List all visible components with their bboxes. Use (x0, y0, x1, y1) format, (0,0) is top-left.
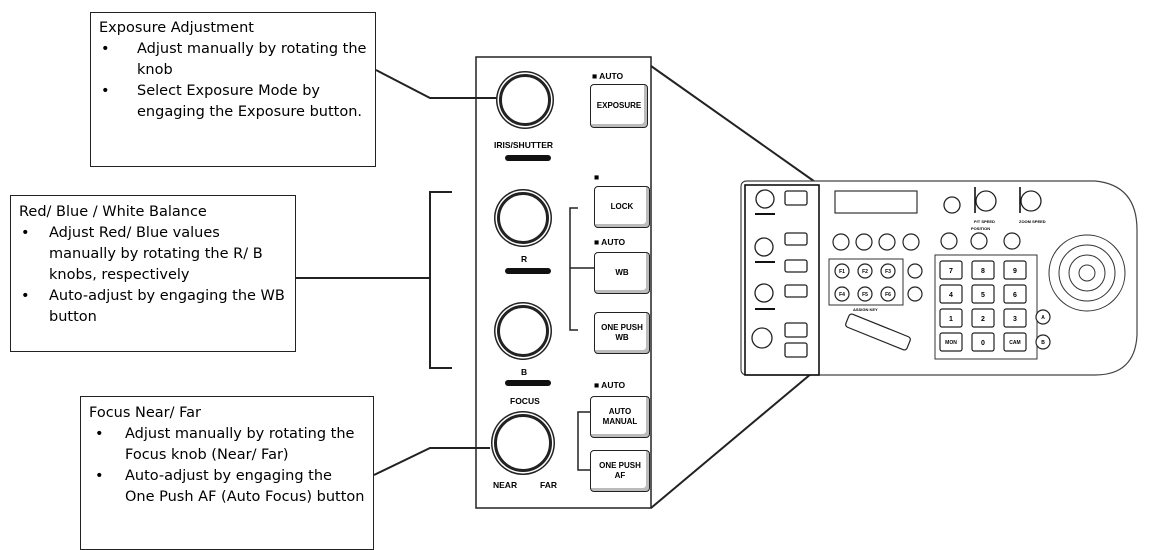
exposure-bullet-1: Adjust manually by rotating the knob (99, 39, 367, 81)
auto-manual-line1: AUTO (608, 407, 632, 416)
pt-speed-text: P/T SPEED (974, 219, 995, 224)
focus-bullet-2: Auto-adjust by engaging the One Push AF … (89, 466, 365, 508)
exposure-button-label: EXPOSURE (596, 101, 642, 110)
controller-body (740, 180, 1138, 376)
auto-manual-line2: MANUAL (602, 417, 638, 426)
zoom-line-top (650, 65, 819, 185)
num-6: 6 (1013, 292, 1017, 299)
focus-auto-indicator: ■ AUTO (594, 380, 626, 390)
f5-key: F5 (862, 292, 868, 298)
mini-b-knob (754, 283, 774, 303)
num-1: 1 (949, 316, 953, 323)
num-5: 5 (981, 292, 985, 299)
zoom-speed-text: ZOOM SPEED (1019, 219, 1046, 224)
far-label: FAR (540, 480, 557, 490)
exposure-bullet-2: Select Exposure Mode by engaging the Exp… (99, 81, 367, 123)
lock-button-label: LOCK (610, 202, 634, 211)
controller-overview: P/T SPEED ZOOM SPEED POSITION F1 F2 F3 F… (740, 180, 1138, 376)
zero-key: 0 (981, 340, 985, 347)
exposure-button[interactable]: EXPOSURE (590, 84, 648, 128)
iris-shutter-label: IRIS/SHUTTER (494, 140, 554, 150)
exposure-connector (375, 69, 498, 99)
panel-frame (475, 56, 652, 509)
b-label: B (521, 367, 528, 377)
r-knob[interactable] (497, 192, 549, 244)
near-label: NEAR (493, 480, 518, 490)
one-push-af-button[interactable]: ONE PUSH AF (590, 450, 650, 492)
red-blue-title: Red/ Blue / White Balance (19, 204, 207, 220)
mini-joystick (1048, 234, 1126, 312)
wb-button[interactable]: WB (594, 252, 650, 294)
iris-shutter-knob[interactable] (499, 74, 551, 126)
one-push-af-line1: ONE PUSH (599, 461, 641, 470)
mini-exposure-button (784, 190, 808, 206)
mini-display (834, 190, 918, 214)
cam-key: CAM (1009, 340, 1020, 346)
f6-key: F6 (885, 292, 891, 298)
lock-wb-bracket (569, 207, 578, 331)
wb-auto-indicator: ■ AUTO (594, 237, 626, 247)
focus-callout: Focus Near/ Far Adjust manually by rotat… (80, 396, 374, 550)
red-blue-bullet-2: Auto-adjust by engaging the WB button (19, 286, 287, 328)
b-knob[interactable] (497, 305, 549, 357)
one-push-af-line2: AF (614, 471, 626, 480)
r-label: R (521, 254, 528, 264)
num-8: 8 (981, 268, 985, 275)
b-key: B (1041, 340, 1045, 346)
num-3: 3 (1013, 316, 1017, 323)
lock-indicator: ■ (594, 172, 600, 182)
one-push-wb-button[interactable]: ONE PUSH WB (594, 312, 650, 354)
num-9: 9 (1013, 268, 1017, 275)
mini-focus-knob (751, 327, 773, 349)
exposure-auto-indicator: ■ AUTO (592, 71, 624, 81)
focus-bullet-1: Adjust manually by rotating the Focus kn… (89, 424, 365, 466)
mini-setup-button (943, 196, 961, 214)
mon-key: MON (945, 340, 957, 346)
red-blue-callout: Red/ Blue / White Balance Adjust Red/ Bl… (10, 195, 296, 352)
f4-key: F4 (839, 292, 845, 298)
focus-button-bracket (577, 411, 590, 471)
iris-shutter-bar (505, 155, 551, 161)
position-text: POSITION (971, 226, 990, 231)
focus-knob[interactable] (494, 414, 552, 472)
exposure-callout: Exposure Adjustment Adjust manually by r… (90, 12, 376, 167)
f3-key: F3 (885, 269, 891, 275)
controller-highlight (744, 184, 820, 376)
zoom-line-bottom (650, 367, 819, 509)
a-key: A (1041, 315, 1045, 321)
mini-iris-knob (755, 189, 775, 209)
num-7: 7 (949, 268, 953, 275)
exposure-title: Exposure Adjustment (99, 20, 254, 36)
mini-pt-speed-knob (975, 190, 997, 212)
wb-button-label: WB (615, 268, 629, 277)
num-4: 4 (949, 292, 953, 299)
focus-connector (373, 447, 490, 476)
assign-key-text: ASSIGN KEY (853, 307, 878, 312)
f2-key: F2 (862, 269, 868, 275)
b-bar (505, 380, 551, 386)
one-push-wb-line1: ONE PUSH (601, 323, 643, 332)
focus-label: FOCUS (510, 396, 540, 406)
num-2: 2 (981, 316, 985, 323)
mini-r-knob (754, 237, 774, 257)
f1-key: F1 (839, 269, 845, 275)
lock-button[interactable]: LOCK (594, 186, 650, 228)
mini-zoom-speed-knob (1020, 190, 1042, 212)
auto-manual-button[interactable]: AUTO MANUAL (590, 396, 650, 438)
red-blue-bullet-1: Adjust Red/ Blue values manually by rota… (19, 223, 287, 286)
mini-zoom-lever (845, 313, 911, 351)
rb-bracket (429, 191, 452, 369)
focus-title: Focus Near/ Far (89, 405, 201, 421)
one-push-wb-line2: WB (615, 333, 629, 342)
r-bar (505, 268, 551, 274)
